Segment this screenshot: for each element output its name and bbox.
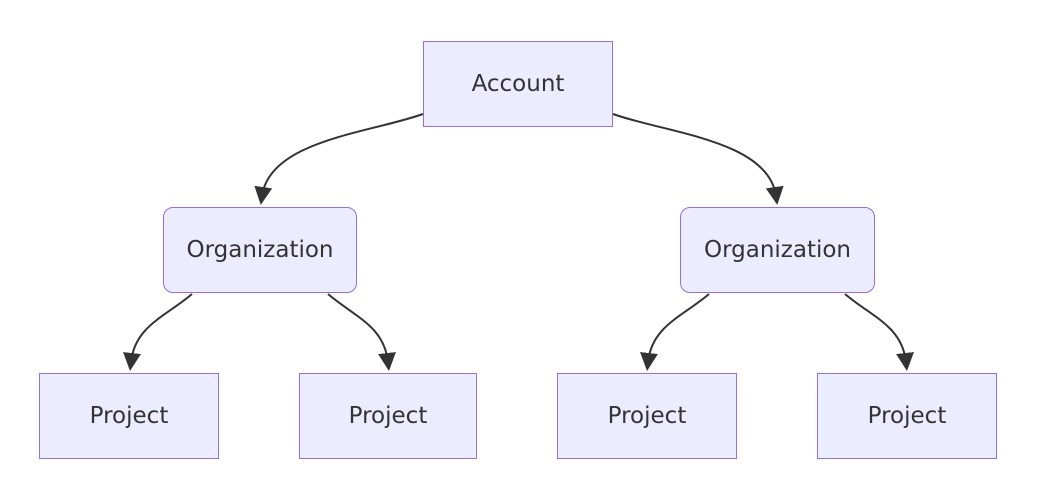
edge-org-right-to-project-3 — [640, 293, 710, 371]
node-account: Account — [423, 41, 613, 127]
node-project-1: Project — [39, 373, 219, 459]
node-organization-left-label: Organization — [186, 237, 334, 263]
node-organization-right: Organization — [680, 207, 875, 293]
node-organization-right-label: Organization — [703, 237, 852, 263]
node-project-1-label: Project — [89, 403, 169, 429]
node-project-2: Project — [299, 373, 477, 459]
edge-org-left-to-project-2 — [327, 293, 396, 371]
edge-org-right-to-project-4 — [844, 293, 914, 371]
edge-account-to-org-right — [612, 113, 784, 205]
node-project-3-label: Project — [607, 403, 687, 429]
edge-org-left-to-project-1 — [123, 293, 193, 371]
node-project-4-label: Project — [867, 403, 947, 429]
node-account-label: Account — [471, 71, 565, 97]
node-organization-left: Organization — [163, 207, 357, 293]
node-project-3: Project — [557, 373, 737, 459]
edge-account-to-org-left — [254, 113, 424, 205]
node-project-2-label: Project — [348, 403, 428, 429]
node-project-4: Project — [817, 373, 997, 459]
